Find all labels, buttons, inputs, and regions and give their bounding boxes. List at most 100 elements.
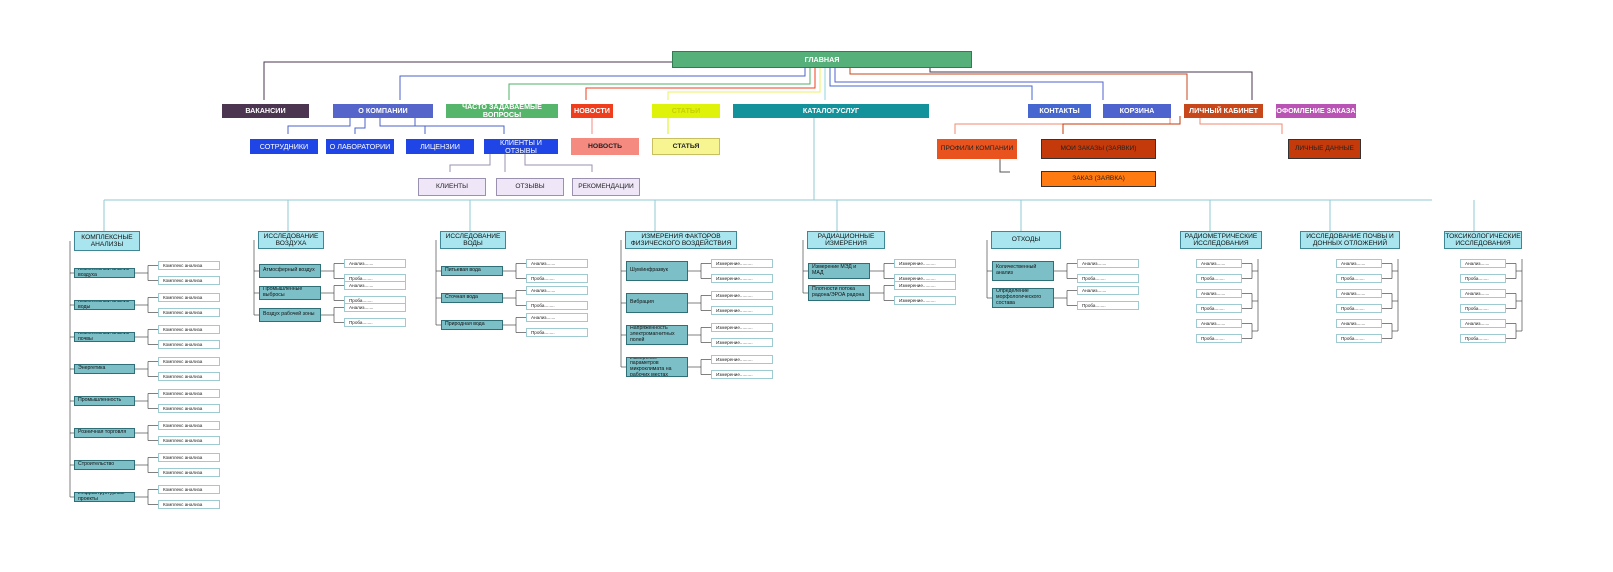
- catalog-leaf[interactable]: Комплекс анализа: [158, 453, 220, 462]
- catalog-leaf[interactable]: Комплекс анализа: [158, 436, 220, 445]
- catalog-subcategory[interactable]: Строительство: [74, 460, 135, 470]
- catalog-leaf[interactable]: Анализ.......: [344, 303, 406, 312]
- cabinet-lichnye-dannye[interactable]: ЛИЧНЫЕ ДАННЫЕ: [1288, 139, 1361, 159]
- nav-korzina[interactable]: КОРЗИНА: [1103, 104, 1171, 118]
- catalog-leaf[interactable]: Проба........: [526, 328, 588, 337]
- about-otzyvy[interactable]: ОТЗЫВЫ: [496, 178, 564, 196]
- catalog-leaf[interactable]: Анализ.......: [1196, 259, 1242, 268]
- catalog-leaf[interactable]: Проба........: [344, 318, 406, 327]
- catalog-leaf[interactable]: Комплекс анализа: [158, 261, 220, 270]
- catalog-leaf[interactable]: Измерение..........: [711, 338, 773, 347]
- catalog-leaf[interactable]: Проба........: [1336, 334, 1382, 343]
- main-title[interactable]: ГЛАВНАЯ: [672, 51, 972, 68]
- catalog-leaf[interactable]: Проба........: [1196, 334, 1242, 343]
- nav-kontakty[interactable]: КОНТАКТЫ: [1028, 104, 1091, 118]
- catalog-leaf[interactable]: Комплекс анализа: [158, 340, 220, 349]
- catalog-leaf[interactable]: Измерение..........: [894, 259, 956, 268]
- nav-oformlenie-zakaza[interactable]: ОФОМЛЕНИЕ ЗАКАЗА: [1276, 104, 1356, 118]
- catalog-leaf[interactable]: Проба........: [1336, 304, 1382, 313]
- catalog-leaf[interactable]: Проба........: [1460, 274, 1506, 283]
- catalog-subcategory[interactable]: Вибрация: [626, 293, 688, 313]
- catalog-leaf[interactable]: Комплекс анализа: [158, 485, 220, 494]
- catalog-subcategory[interactable]: Природная вода: [441, 320, 503, 330]
- catalog-leaf[interactable]: Анализ.......: [1460, 289, 1506, 298]
- catalog-leaf[interactable]: Проба........: [1077, 274, 1139, 283]
- catalog-category[interactable]: РАДИАЦИОННЫЕ ИЗМЕРЕНИЯ: [807, 231, 885, 249]
- nav-novosti[interactable]: НОВОСТИ: [571, 104, 613, 118]
- catalog-leaf[interactable]: Комплекс анализа: [158, 500, 220, 509]
- catalog-leaf[interactable]: Проба........: [1196, 304, 1242, 313]
- catalog-subcategory[interactable]: Питьевая вода: [441, 266, 503, 276]
- catalog-subcategory[interactable]: Комплексный анализ воды: [74, 300, 135, 310]
- catalog-leaf[interactable]: Комплекс анализа: [158, 468, 220, 477]
- about-rekomendacii[interactable]: РЕКОМЕНДАЦИИ: [572, 178, 640, 196]
- about-o-laboratorii[interactable]: О ЛАБОРАТОРИИ: [326, 139, 394, 154]
- catalog-leaf[interactable]: Измерение..........: [711, 291, 773, 300]
- about-sotrudniki[interactable]: СОТРУДНИКИ: [250, 139, 318, 154]
- catalog-leaf[interactable]: Анализ.......: [1196, 319, 1242, 328]
- catalog-subcategory[interactable]: Шум/инфразвук: [626, 261, 688, 281]
- catalog-leaf[interactable]: Анализ.......: [344, 259, 406, 268]
- catalog-subcategory[interactable]: Комплексный анализ воздуха: [74, 268, 135, 278]
- catalog-leaf[interactable]: Комплекс анализа: [158, 357, 220, 366]
- articles-statya[interactable]: СТАТЬЯ: [652, 138, 720, 155]
- catalog-leaf[interactable]: Проба........: [526, 301, 588, 310]
- catalog-subcategory[interactable]: Розничная торговля: [74, 428, 135, 438]
- news-novost[interactable]: НОВОСТЬ: [571, 138, 639, 155]
- catalog-leaf[interactable]: Анализ.......: [1336, 259, 1382, 268]
- catalog-leaf[interactable]: Анализ.......: [1336, 319, 1382, 328]
- catalog-subcategory[interactable]: Воздух рабочей зоны: [259, 308, 321, 322]
- cabinet-moi-zakazy[interactable]: МОИ ЗАКАЗЫ (ЗАЯВКИ): [1041, 139, 1156, 159]
- catalog-leaf[interactable]: Измерение..........: [894, 281, 956, 290]
- catalog-subcategory[interactable]: Сточная вода: [441, 293, 503, 303]
- catalog-category[interactable]: РАДИОМЕТРИЧЕСКИЕ ИССЛЕДОВАНИЯ: [1180, 231, 1262, 249]
- catalog-leaf[interactable]: Измерение..........: [711, 323, 773, 332]
- catalog-leaf[interactable]: Анализ.......: [1336, 289, 1382, 298]
- catalog-leaf[interactable]: Измерение..........: [894, 296, 956, 305]
- catalog-category[interactable]: ИССЛЕДОВАНИЕ ВОДЫ: [440, 231, 506, 249]
- catalog-subcategory[interactable]: Промышленные выбросы: [259, 286, 321, 300]
- catalog-leaf[interactable]: Анализ.......: [1077, 259, 1139, 268]
- catalog-leaf[interactable]: Проба........: [526, 274, 588, 283]
- catalog-leaf[interactable]: Комплекс анализа: [158, 404, 220, 413]
- nav-stati[interactable]: СТАТЬИ: [652, 104, 720, 118]
- catalog-leaf[interactable]: Проба........: [1460, 304, 1506, 313]
- nav-o-kompanii[interactable]: О КОМПАНИИ: [333, 104, 433, 118]
- catalog-leaf[interactable]: Комплекс анализа: [158, 325, 220, 334]
- catalog-leaf[interactable]: Анализ.......: [344, 281, 406, 290]
- nav-faq[interactable]: ЧАСТО ЗАДАВАЕМЫЕ ВОПРОСЫ: [446, 104, 558, 118]
- catalog-leaf[interactable]: Измерение..........: [711, 355, 773, 364]
- catalog-subcategory[interactable]: Атмосферный воздух: [259, 264, 321, 278]
- catalog-leaf[interactable]: Проба........: [1460, 334, 1506, 343]
- catalog-leaf[interactable]: Анализ.......: [1196, 289, 1242, 298]
- catalog-leaf[interactable]: Анализ.......: [1460, 259, 1506, 268]
- catalog-category[interactable]: ТОКСИКОЛОГИЧЕСКИЕ ИССЛЕДОВАНИЯ: [1444, 231, 1522, 249]
- about-licenzii[interactable]: ЛИЦЕНЗИИ: [406, 139, 474, 154]
- catalog-subcategory[interactable]: Определение морфологического состава: [992, 288, 1054, 308]
- catalog-subcategory[interactable]: Количественный анализ: [992, 261, 1054, 281]
- catalog-leaf[interactable]: Измерение..........: [711, 306, 773, 315]
- catalog-leaf[interactable]: Комплекс анализа: [158, 308, 220, 317]
- nav-lichnyi-kabinet[interactable]: ЛИЧНЫЙ КАБИНЕТ: [1184, 104, 1263, 118]
- catalog-leaf[interactable]: Измерение..........: [711, 259, 773, 268]
- catalog-leaf[interactable]: Анализ.......: [526, 259, 588, 268]
- cabinet-profili[interactable]: ПРОФИЛИ КОМПАНИИ: [937, 139, 1017, 159]
- catalog-leaf[interactable]: Анализ.......: [1460, 319, 1506, 328]
- catalog-leaf[interactable]: Проба........: [1336, 274, 1382, 283]
- catalog-leaf[interactable]: Комплекс анализа: [158, 372, 220, 381]
- catalog-category[interactable]: КОМПЛЕКСНЫЕ АНАЛИЗЫ: [74, 231, 140, 251]
- nav-vakansii[interactable]: ВАКАНСИИ: [222, 104, 309, 118]
- catalog-leaf[interactable]: Анализ.......: [1077, 286, 1139, 295]
- catalog-category[interactable]: ИЗМЕРЕНИЯ ФАКТОРОВ ФИЗИЧЕСКОГО ВОЗДЕЙСТВ…: [625, 231, 737, 249]
- catalog-category[interactable]: ОТХОДЫ: [991, 231, 1061, 249]
- catalog-leaf[interactable]: Проба........: [1196, 274, 1242, 283]
- catalog-subcategory[interactable]: Инфраструктурные проекты: [74, 492, 135, 502]
- about-klienty[interactable]: КЛИЕНТЫ: [418, 178, 486, 196]
- catalog-leaf[interactable]: Анализ.......: [526, 286, 588, 295]
- catalog-leaf[interactable]: Проба........: [1077, 301, 1139, 310]
- catalog-subcategory[interactable]: Энергетика: [74, 364, 135, 374]
- catalog-subcategory[interactable]: Напряжённость электромагнитных полей: [626, 325, 688, 345]
- nav-catalog[interactable]: КАТАЛОГУСЛУГ: [733, 104, 929, 118]
- cabinet-zakaz[interactable]: ЗАКАЗ (ЗАЯВКА): [1041, 171, 1156, 187]
- catalog-subcategory[interactable]: Комплексный анализ почвы: [74, 332, 135, 342]
